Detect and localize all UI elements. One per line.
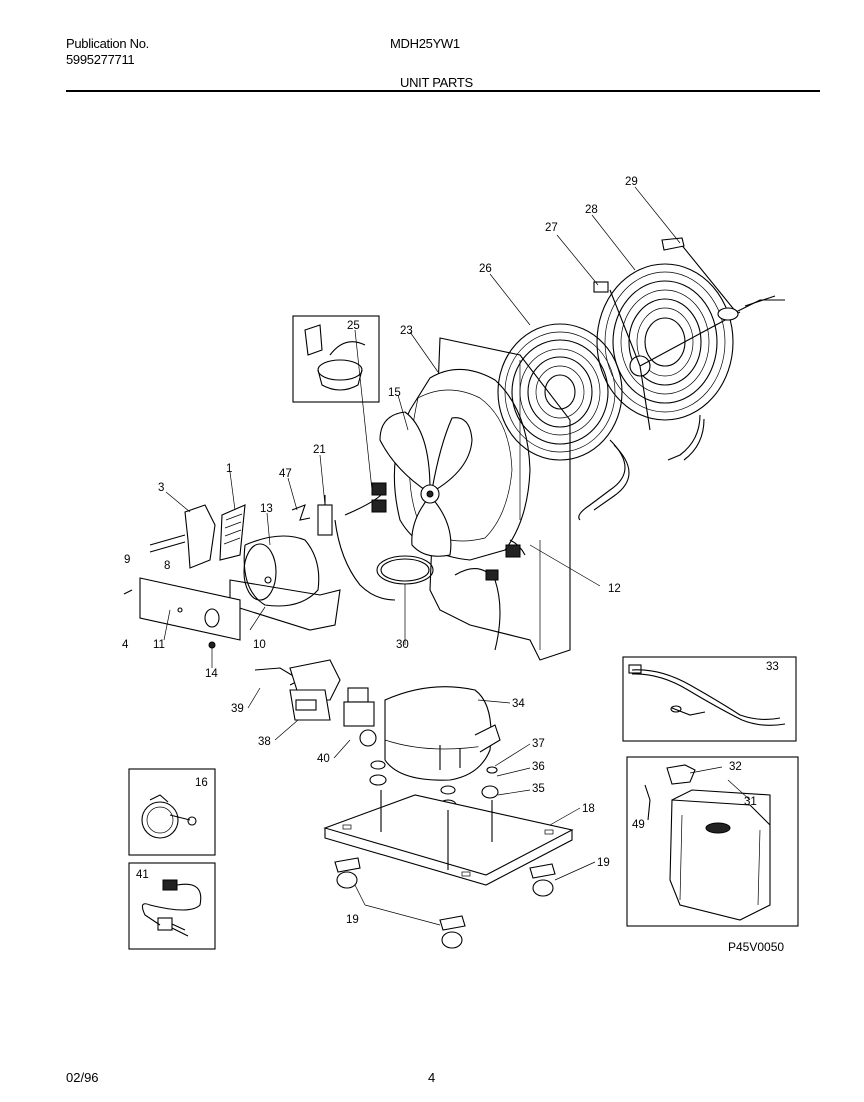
inset-box-16	[128, 768, 216, 856]
switch-3	[149, 504, 216, 569]
inset-box-25	[292, 315, 380, 403]
fan-motor-13	[243, 535, 320, 607]
knob-1	[219, 504, 246, 561]
relay-38	[289, 689, 331, 721]
callout-37: 37	[532, 738, 545, 750]
callout-39: 39	[231, 703, 244, 715]
callout-38: 38	[258, 736, 271, 748]
wire-harness	[334, 482, 521, 651]
callout-47: 47	[279, 468, 292, 480]
callout-15: 15	[388, 387, 401, 399]
caster-19	[334, 857, 556, 949]
overload-40	[343, 687, 377, 747]
control-panel-11	[139, 577, 241, 641]
callout-3: 3	[158, 482, 164, 494]
publication-number: 5995277711	[66, 52, 135, 67]
callout-10: 10	[253, 639, 266, 651]
callout-31: 31	[744, 796, 757, 808]
exploded-parts-diagram: 29 28 27 26 25 23 15 21 47 1 3 13 9 8 12…	[122, 176, 799, 950]
condenser-coil-26	[497, 323, 630, 521]
grommets-35-37	[369, 760, 499, 811]
base-pan-18	[323, 790, 574, 886]
clip-47	[291, 504, 311, 521]
capacitor-21	[317, 495, 333, 536]
header-rule	[66, 90, 820, 92]
callout-11: 11	[153, 639, 165, 651]
callout-9: 9	[124, 554, 130, 566]
callout-29: 29	[625, 176, 638, 188]
model-number: MDH25YW1	[390, 36, 460, 51]
screw-4	[123, 589, 133, 595]
callout-13: 13	[260, 503, 273, 515]
callout-1: 1	[226, 463, 232, 475]
callout-21: 21	[313, 444, 326, 456]
callout-40: 40	[317, 753, 330, 765]
fan-blade-15	[379, 411, 473, 557]
fan-shroud-23	[393, 337, 571, 661]
callout-8: 8	[164, 560, 170, 572]
callout-28: 28	[585, 204, 598, 216]
callout-41: 41	[136, 869, 149, 881]
callout-30: 30	[396, 639, 409, 651]
callout-49: 49	[632, 819, 645, 831]
bracket-27	[593, 281, 609, 293]
callout-34: 34	[512, 698, 525, 710]
leader-lines	[163, 186, 751, 926]
footer-date: 02/96	[66, 1070, 99, 1085]
inset-box-41	[128, 862, 216, 950]
publication-label: Publication No.	[66, 36, 149, 51]
callout-36: 36	[532, 761, 545, 773]
screw-14	[208, 641, 216, 649]
belt-30	[376, 555, 434, 630]
figure-code: P45V0050	[728, 940, 785, 954]
callout-labels: 29 28 27 26 25 23 15 21 47 1 3 13 9 8 12…	[122, 176, 779, 926]
callout-33: 33	[766, 661, 779, 673]
compressor-34	[384, 686, 501, 781]
inset-box-33	[622, 656, 797, 742]
section-title: UNIT PARTS	[400, 75, 473, 90]
callout-19-right: 19	[597, 857, 610, 869]
inset-box-31	[626, 756, 799, 927]
callout-14: 14	[205, 668, 218, 680]
callout-23: 23	[400, 325, 413, 337]
callout-4: 4	[122, 639, 129, 651]
callout-27: 27	[545, 222, 558, 234]
callout-16: 16	[195, 777, 208, 789]
callout-26: 26	[479, 263, 492, 275]
callout-12: 12	[608, 583, 621, 595]
page-number: 4	[428, 1070, 436, 1085]
sensor-29	[661, 237, 785, 321]
callout-32: 32	[729, 761, 742, 773]
callout-35: 35	[532, 783, 545, 795]
callout-25: 25	[347, 320, 360, 332]
evaporator-coil-28	[596, 263, 741, 461]
callout-19-left: 19	[346, 914, 359, 926]
callout-18: 18	[582, 803, 595, 815]
